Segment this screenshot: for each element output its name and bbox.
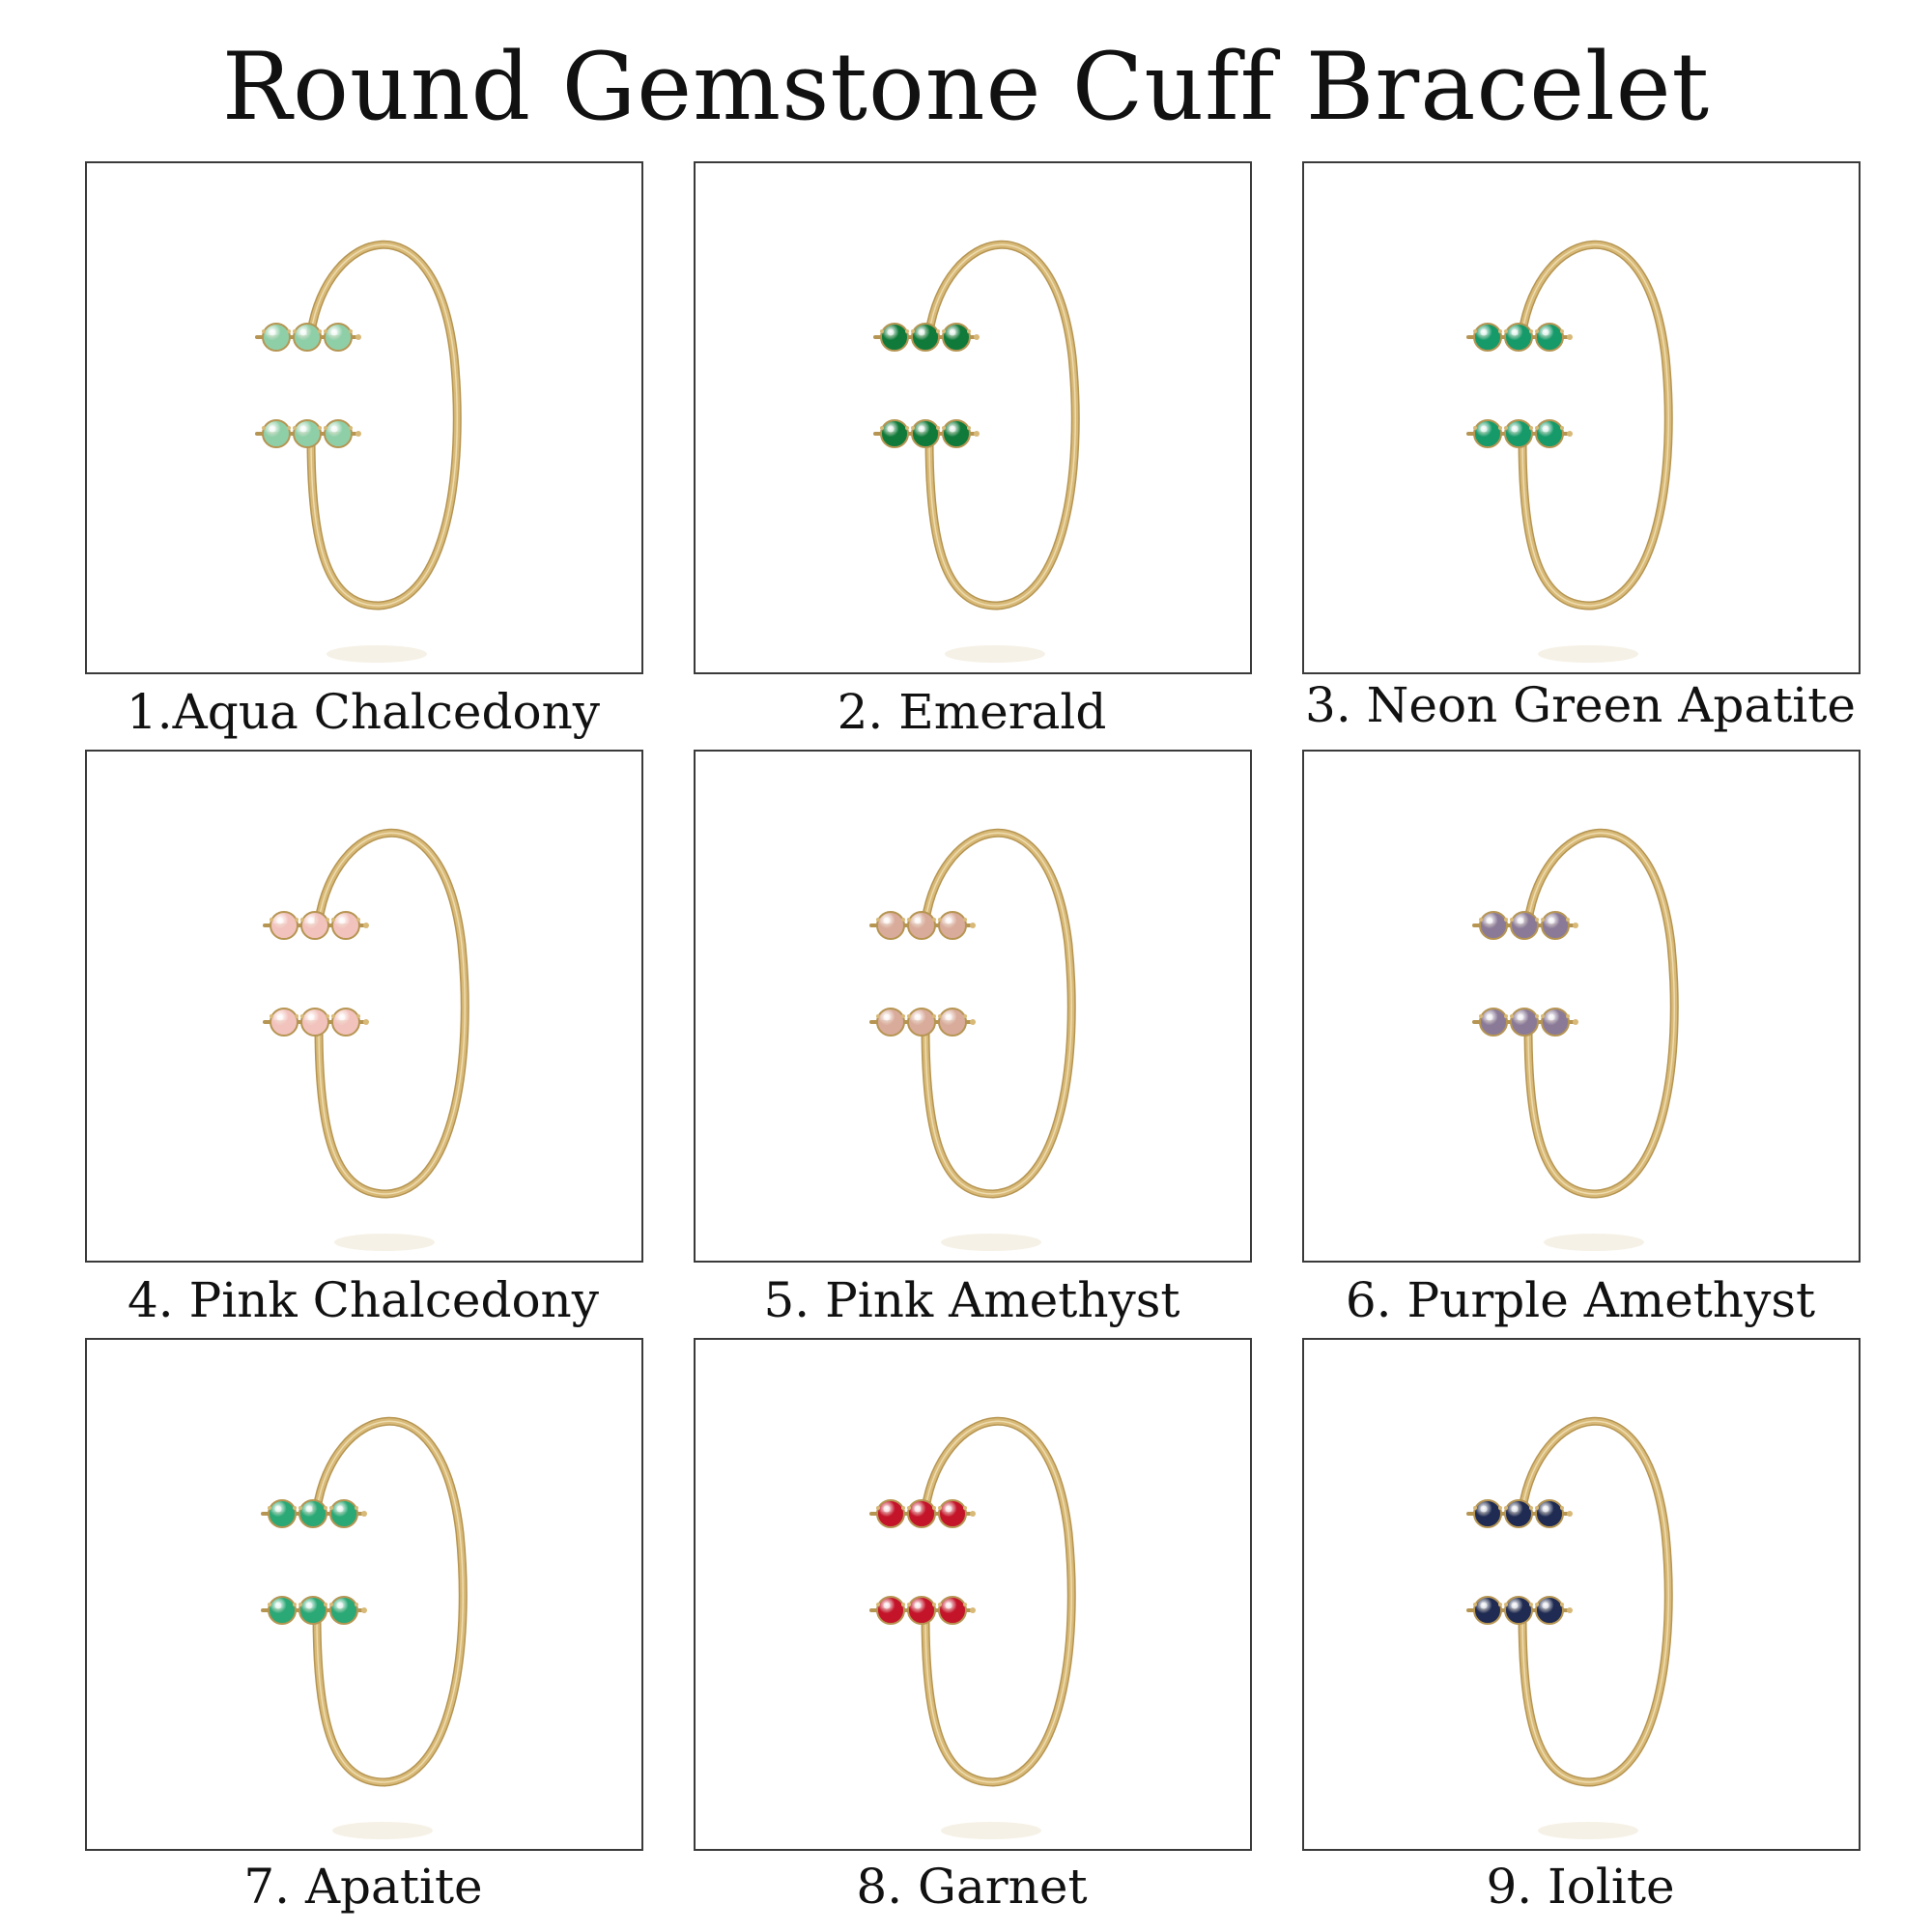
product-image[interactable] — [694, 750, 1252, 1263]
product-label: 8. Garnet — [856, 1859, 1088, 1915]
product-label: 2. Emerald — [837, 684, 1107, 740]
product-image[interactable] — [85, 161, 643, 674]
page-title: Round Gemstone Cuff Bracelet — [221, 33, 1711, 141]
product-image[interactable] — [1302, 750, 1861, 1263]
product-label: 7. Apatite — [243, 1859, 483, 1915]
gold-cuff-bracelet-icon — [1466, 1416, 1673, 1839]
product-image[interactable] — [1302, 161, 1861, 674]
product-image[interactable] — [85, 1338, 643, 1851]
product-label: 6. Purple Amethyst — [1345, 1272, 1816, 1328]
product-image[interactable] — [694, 1338, 1252, 1851]
gold-cuff-bracelet-icon — [1466, 240, 1673, 663]
product-label: 9. Iolite — [1486, 1859, 1675, 1915]
gold-cuff-bracelet-icon — [869, 1416, 1076, 1839]
gold-cuff-bracelet-icon — [873, 240, 1080, 663]
gold-cuff-bracelet-icon — [261, 1416, 468, 1839]
product-label: 4. Pink Chalcedony — [127, 1272, 600, 1328]
product-image[interactable] — [1302, 1338, 1861, 1851]
product-label: 3. Neon Green Apatite — [1305, 677, 1856, 733]
product-image[interactable] — [85, 750, 643, 1263]
gold-cuff-bracelet-icon — [1472, 828, 1679, 1251]
product-image[interactable] — [694, 161, 1252, 674]
product-label: 1.Aqua Chalcedony — [126, 684, 601, 740]
gold-cuff-bracelet-icon — [255, 240, 462, 663]
product-label: 5. Pink Amethyst — [763, 1272, 1180, 1328]
product-grid: 1.Aqua Chalcedony 2. Emerald 3. Neon Gre… — [85, 161, 1861, 1915]
gold-cuff-bracelet-icon — [869, 828, 1076, 1251]
gold-cuff-bracelet-icon — [263, 828, 469, 1251]
